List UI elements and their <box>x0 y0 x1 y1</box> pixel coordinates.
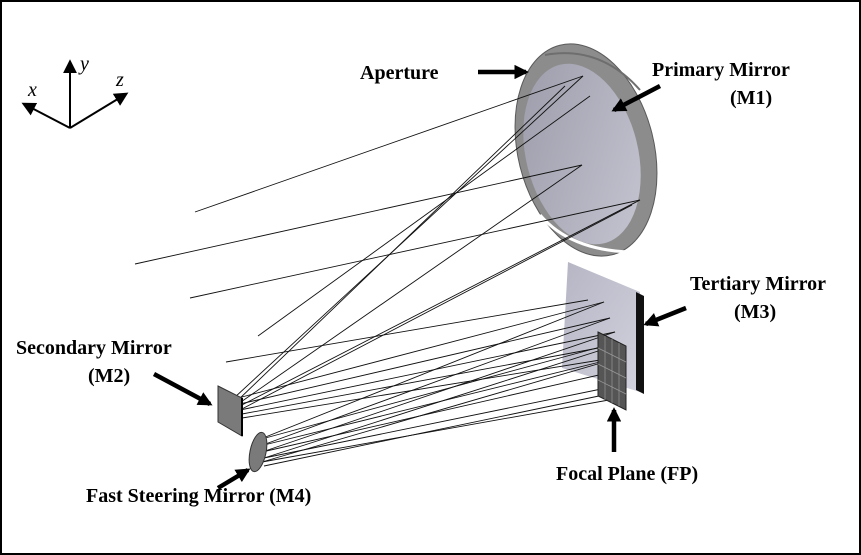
tertiary-arrow <box>643 305 687 327</box>
light-ray <box>257 345 605 441</box>
primary-mirror-face <box>523 63 641 245</box>
light-ray <box>241 355 626 419</box>
secondary-mirror <box>217 385 243 437</box>
primary-mirror-label-line2: (M1) <box>730 87 772 109</box>
primary-mirror-rim-shade <box>544 52 641 91</box>
light-ray <box>261 397 621 463</box>
fsm-label: Fast Steering Mirror (M4) <box>86 485 311 507</box>
z-axis-arrow <box>69 92 129 129</box>
primary-mirror <box>514 43 658 257</box>
coordinate-axes: y x z <box>21 53 129 129</box>
light-ray <box>233 75 584 399</box>
light-ray <box>263 385 617 459</box>
light-ray <box>237 164 583 405</box>
primary-arrow <box>611 84 662 112</box>
x-axis-arrow <box>21 102 71 129</box>
tertiary-mirror-label-line2: (M3) <box>734 301 776 323</box>
light-ray <box>239 204 633 411</box>
ray-bundle <box>134 75 641 467</box>
secondary-mirror-label-line2: (M2) <box>88 365 130 387</box>
light-ray <box>235 85 566 403</box>
tertiary-mirror-label-line1: Tertiary Mirror <box>690 273 826 295</box>
x-axis-label: x <box>27 79 37 101</box>
light-ray <box>257 95 591 337</box>
light-ray <box>259 317 611 447</box>
light-ray <box>225 299 589 363</box>
light-ray <box>257 301 605 441</box>
fsm-arrow <box>216 468 251 490</box>
fast-steering-mirror <box>248 431 268 473</box>
light-ray <box>239 199 641 407</box>
light-ray <box>194 75 584 213</box>
light-ray <box>241 343 621 415</box>
y-axis-label: y <box>78 53 89 75</box>
light-ray <box>261 371 613 453</box>
focal-plane-label: Focal Plane (FP) <box>556 463 698 485</box>
primary-mirror-highlight <box>538 214 631 254</box>
light-ray <box>259 359 609 447</box>
focal-plane <box>597 331 627 411</box>
labels: Aperture Primary Mirror (M1) Tertiary Mi… <box>16 59 826 507</box>
fsm-face <box>248 431 268 473</box>
light-ray <box>239 331 616 411</box>
light-ray <box>261 331 616 453</box>
light-ray <box>189 199 641 299</box>
secondary-mirror-label-line1: Secondary Mirror <box>16 337 172 359</box>
detector-grid-line <box>597 363 627 379</box>
light-ray <box>237 301 605 399</box>
detector-grid-line <box>597 379 627 395</box>
light-ray <box>261 355 626 463</box>
callout-arrows <box>152 64 687 490</box>
aperture-label: Aperture <box>360 62 439 84</box>
light-ray <box>239 317 611 405</box>
primary-mirror-label-line1: Primary Mirror <box>652 59 790 81</box>
light-ray <box>263 391 619 467</box>
light-ray <box>134 164 583 265</box>
secondary-arrow <box>152 372 213 406</box>
z-axis-label: z <box>115 69 124 91</box>
tertiary-mirror-edge <box>636 292 644 394</box>
detector-grid-line <box>597 347 627 363</box>
